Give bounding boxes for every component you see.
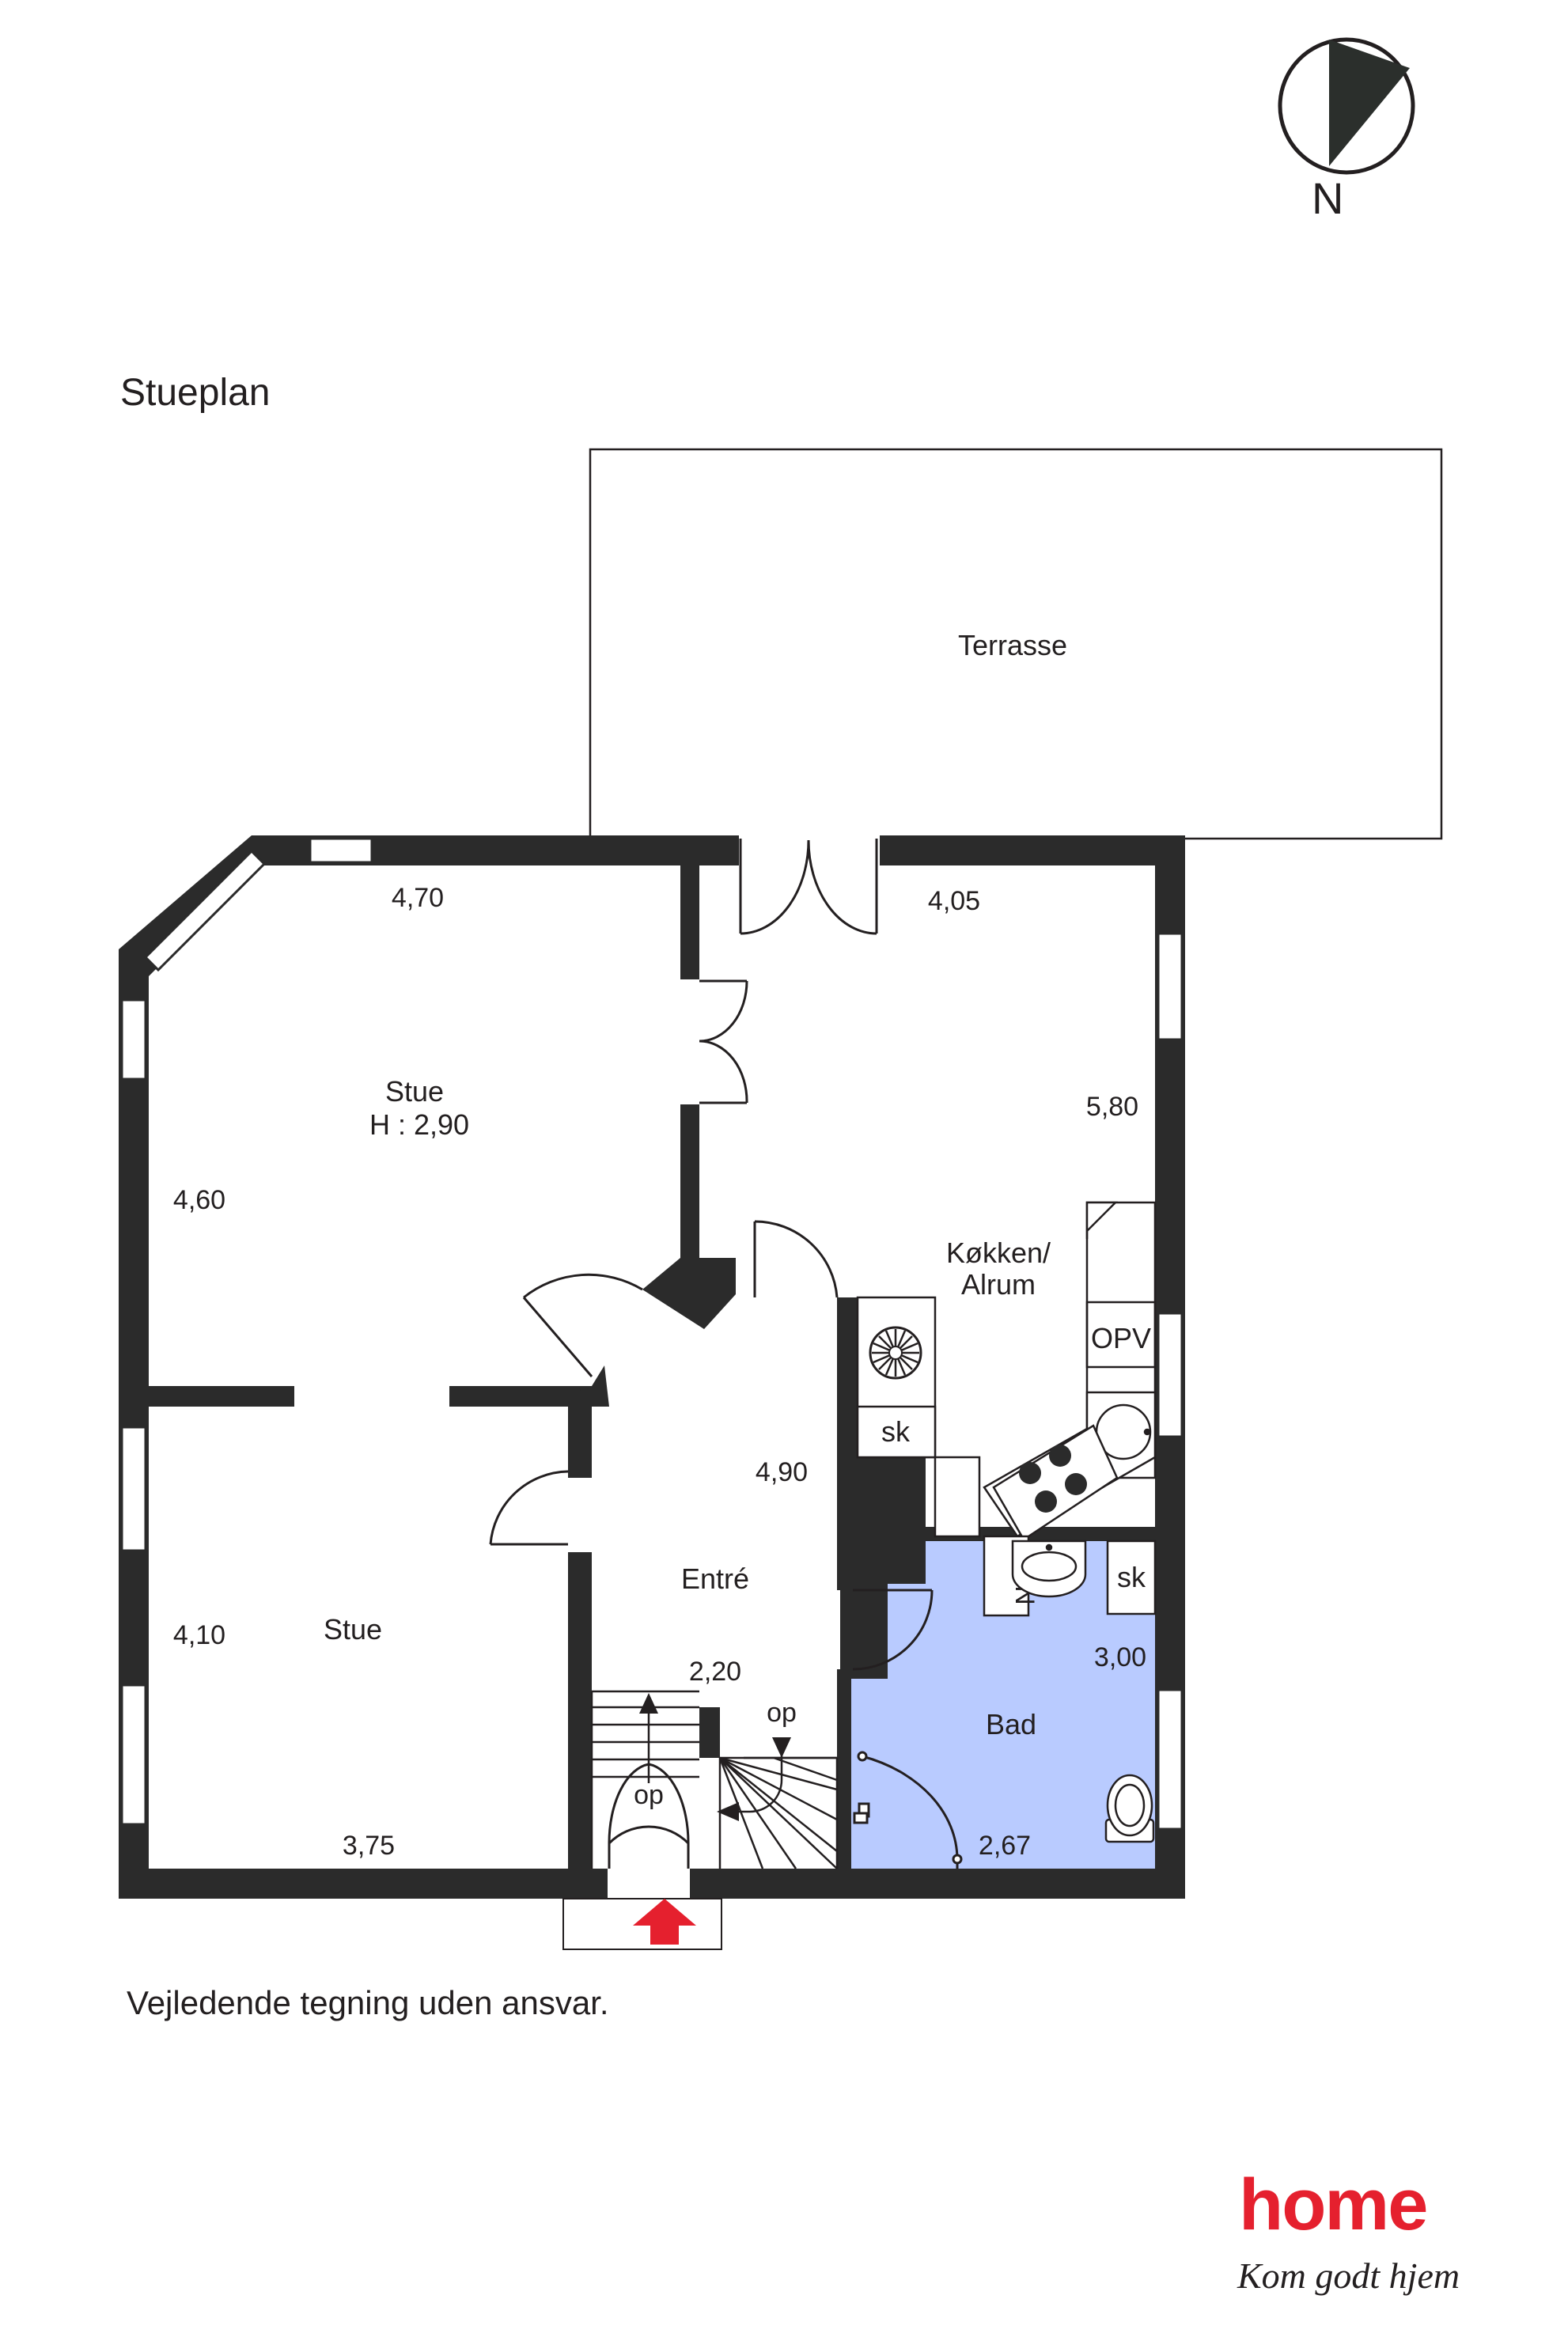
compass-icon: N	[1278, 37, 1415, 223]
room-label-terrasse: Terrasse	[958, 629, 1067, 661]
dim-bad-depth: 3,00	[1094, 1642, 1146, 1672]
disclaimer-text: Vejledende tegning uden ansvar.	[127, 1984, 609, 2021]
room-label-stue-top: Stue	[385, 1075, 444, 1108]
room-label-kokken-line2: Alrum	[961, 1268, 1036, 1301]
stue-kitchen-door	[699, 979, 748, 1104]
entre-stue-bottom-door	[489, 1470, 569, 1546]
dim-kokken-depth: 5,80	[1086, 1092, 1138, 1122]
room-label-stue-bottom: Stue	[324, 1613, 382, 1646]
room-label-entre: Entré	[681, 1562, 749, 1595]
entre-kitchen-door	[753, 1220, 839, 1298]
compass-north-label: N	[1312, 173, 1343, 223]
logo-tagline: Kom godt hjem	[1237, 2255, 1460, 2296]
shower-icon	[853, 1751, 963, 1869]
dim-kokken-width: 4,05	[928, 886, 980, 916]
dim-entre-depth: 4,90	[756, 1457, 808, 1487]
stair-op-label-2: op	[767, 1698, 797, 1728]
floor-title: Stueplan	[120, 372, 271, 414]
terrace-door	[739, 835, 880, 935]
opv-cabinet	[1085, 1301, 1157, 1369]
room-height-stue-top: H : 2,90	[369, 1108, 469, 1141]
dim-stue-bottom-depth: 4,10	[173, 1620, 225, 1650]
toilet-icon	[1104, 1774, 1155, 1843]
staircase	[590, 1690, 839, 1869]
entrance-arrow-icon	[633, 1899, 696, 1945]
stair-op-label-1: op	[634, 1780, 664, 1810]
ventilation-icon	[869, 1326, 922, 1380]
room-label-bad: Bad	[986, 1708, 1036, 1740]
room-label-kokken-line1: Køkken/	[946, 1237, 1051, 1269]
dim-stue-top-width: 4,70	[392, 883, 444, 913]
windows	[120, 837, 1184, 1831]
home-logo: home Kom godt hjem	[1237, 2165, 1460, 2296]
bathroom-cabinet	[1106, 1540, 1157, 1615]
dim-stue-bottom-width: 3,75	[343, 1831, 395, 1861]
entre-stue-door	[522, 1273, 643, 1377]
dim-stue-top-depth: 4,60	[173, 1185, 225, 1215]
logo-wordmark: home	[1239, 2165, 1426, 2245]
kitchen-sk-label: sk	[881, 1415, 911, 1448]
opv-label: OPV	[1091, 1322, 1151, 1354]
bathroom-door	[852, 1589, 934, 1671]
dim-stair-width: 2,20	[689, 1657, 741, 1687]
bathroom-sink-icon	[1011, 1540, 1087, 1598]
stove-icon	[992, 1424, 1119, 1541]
dim-bad-width: 2,67	[979, 1831, 1031, 1861]
bath-sk-label: sk	[1117, 1561, 1146, 1593]
